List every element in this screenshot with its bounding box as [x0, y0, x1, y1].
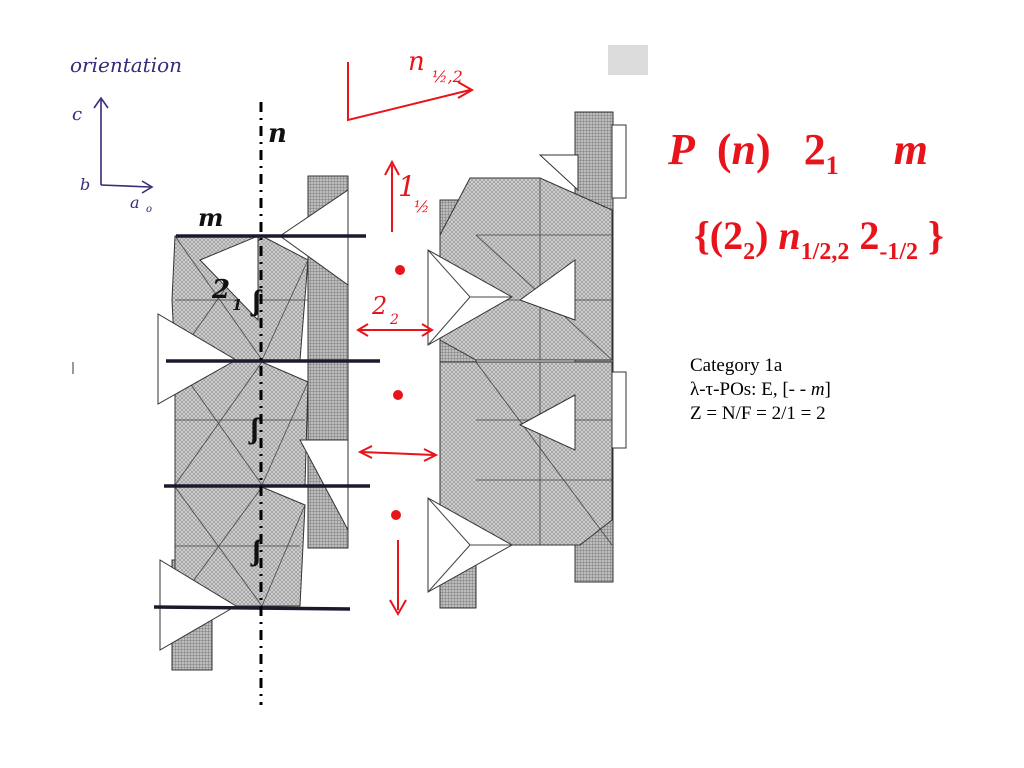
paren-close: ) [756, 125, 771, 174]
third-symbol: m [893, 125, 928, 174]
pos-suffix: ] [824, 379, 831, 400]
ops-close: } [918, 213, 944, 258]
orientation-label: orientation [70, 53, 182, 77]
red-n-sub: ½,2 [432, 67, 463, 86]
red-double-arrow-2 [357, 445, 439, 462]
b-axis-label: b [80, 175, 90, 194]
orientation-sketch: orientation c b a o [70, 53, 182, 215]
white-triangle-9 [518, 259, 576, 321]
second-symbol: 2 [803, 125, 826, 174]
ops-mid: ) [755, 213, 779, 258]
polyhedron-block-4 [439, 177, 613, 361]
second-symbol-sub: 1 [825, 151, 839, 180]
lattice-letter: P [668, 125, 695, 174]
ops-n-letter: n [778, 213, 801, 258]
ops-open: {(2 [694, 213, 744, 258]
space-group-symbol: P (n) 21 m [668, 124, 928, 181]
red-down-arrow [389, 540, 407, 617]
a-axis-label: a [130, 193, 140, 212]
red-half-label: 1 [398, 170, 416, 203]
white-triangle-8 [538, 154, 579, 192]
operations-symbol: {(22) n1/2,2 2-1/2 } [694, 212, 944, 266]
m-plane-label: m [198, 203, 223, 232]
svg-text:ʃ: ʃ [248, 412, 261, 445]
two-one-label: 2 [211, 275, 230, 305]
n-axis-label: n [268, 119, 287, 149]
polyhedron-block-5 [439, 361, 613, 546]
red-double-arrow-1 [356, 323, 434, 337]
red-glide-arrow [347, 62, 471, 122]
red-annotations: n ½,2 1 ½ 2 2 [347, 47, 475, 617]
left-structure [157, 175, 349, 671]
red-n-label: n [408, 47, 425, 77]
white-triangle-1 [157, 313, 238, 405]
paren-open: ( [716, 125, 732, 174]
white-triangle-2 [159, 559, 237, 651]
mirror-lines [153, 234, 380, 611]
red-half-frac: ½ [414, 197, 430, 216]
first-symbol: n [731, 125, 757, 174]
two-one-sub: 1 [232, 296, 242, 314]
category-line: Category 1a [690, 355, 783, 376]
white-triangle-12 [611, 371, 627, 449]
white-triangle-11 [611, 124, 627, 199]
svg-text:ʃ: ʃ [250, 284, 263, 317]
red-two-sub: 2 [389, 312, 399, 328]
ops-n-sub: 1/2,2 [800, 239, 850, 265]
scan-artifacts [72, 45, 648, 374]
white-triangle-10 [518, 394, 576, 451]
red-screw-arrow [384, 159, 400, 232]
pos-line: λ-τ-POs: E, [- - m] [690, 378, 831, 402]
ops-two: 2 [849, 213, 880, 258]
ops-two-sub: -1/2 [879, 239, 919, 265]
z-line: Z = N/F = 2/1 = 2 [690, 403, 826, 424]
pos-prefix: λ-τ-POs: E, [- - [690, 379, 811, 400]
category-info: Category 1a λ-τ-POs: E, [- - m] Z = N/F … [690, 354, 831, 426]
a-axis-sub: o [146, 204, 152, 215]
c-axis-label: c [72, 104, 82, 125]
pos-italic: m [810, 379, 825, 400]
screw-symbols: ʃ ʃ ʃ [248, 284, 263, 567]
right-structure [427, 111, 627, 609]
crystal-structure-diagram: orientation c b a o [70, 45, 648, 705]
red-two-label: 2 [371, 292, 387, 320]
white-triangle-5 [199, 235, 259, 322]
svg-text:ʃ: ʃ [250, 534, 263, 567]
ops-sub-a: 2 [743, 239, 756, 265]
